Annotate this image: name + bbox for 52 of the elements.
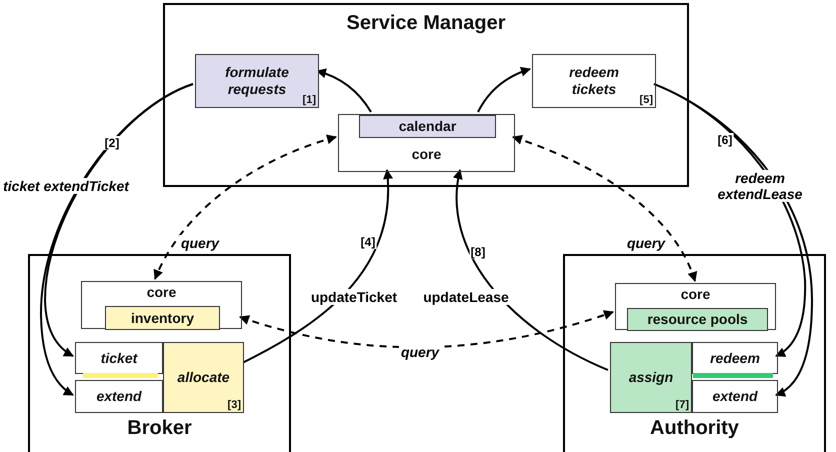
- process-box: [75, 380, 163, 413]
- process-box: [105, 306, 220, 330]
- box-label: core: [146, 284, 178, 301]
- edge-label: updateLease: [421, 288, 511, 306]
- edge-label: query: [178, 234, 222, 252]
- step-number: [4]: [360, 235, 376, 249]
- arrow: [477, 67, 531, 112]
- component-frame: [163, 3, 689, 187]
- process-box: [627, 308, 768, 331]
- box-label: redeem: [709, 350, 761, 366]
- component-frame: [563, 254, 826, 452]
- dashed-arrow: [239, 310, 614, 348]
- arrow: [654, 83, 813, 396]
- dashed-arrow: [154, 134, 337, 280]
- dashed-arrow: [512, 135, 696, 282]
- box-label: ticket: [100, 350, 139, 366]
- process-box: [610, 342, 692, 413]
- process-box: [532, 54, 656, 108]
- box-label: formulate requests: [224, 64, 290, 98]
- box-label: resource pools: [646, 311, 749, 328]
- component-title: Broker: [126, 416, 193, 440]
- step-number: [7]: [676, 399, 689, 411]
- step-number: [5]: [640, 94, 653, 106]
- step-number: [1]: [302, 94, 316, 106]
- edge-label: ticket extendTicket: [1, 178, 131, 194]
- arrow: [454, 169, 608, 371]
- box-label: core: [680, 286, 712, 303]
- process-box: [359, 115, 496, 138]
- edge-label: redeem extendLease: [716, 170, 804, 202]
- step-number: [6]: [716, 133, 734, 147]
- edge-label: updateTicket: [308, 288, 400, 306]
- process-box: [692, 380, 778, 413]
- process-box: [615, 283, 776, 330]
- box-label: extend: [95, 388, 143, 405]
- process-box: [163, 342, 244, 413]
- process-box: [81, 281, 242, 329]
- box-label: assign: [628, 369, 674, 386]
- box-label: inventory: [130, 310, 195, 326]
- step-number: [2]: [104, 136, 120, 150]
- process-box: [338, 114, 515, 172]
- component-frame: [28, 254, 291, 452]
- box-label: calendar: [398, 118, 458, 135]
- step-number: [8]: [470, 245, 486, 259]
- process-box: [195, 54, 319, 108]
- box-label: core: [410, 146, 442, 163]
- box-label: redeem tickets: [568, 64, 620, 98]
- box-label: extend: [711, 388, 759, 405]
- component-title: Service Manager: [346, 11, 506, 35]
- edge-label: query: [398, 344, 442, 360]
- component-title: Authority: [649, 416, 740, 440]
- step-number: [3]: [228, 399, 241, 411]
- box-label: allocate: [176, 369, 231, 386]
